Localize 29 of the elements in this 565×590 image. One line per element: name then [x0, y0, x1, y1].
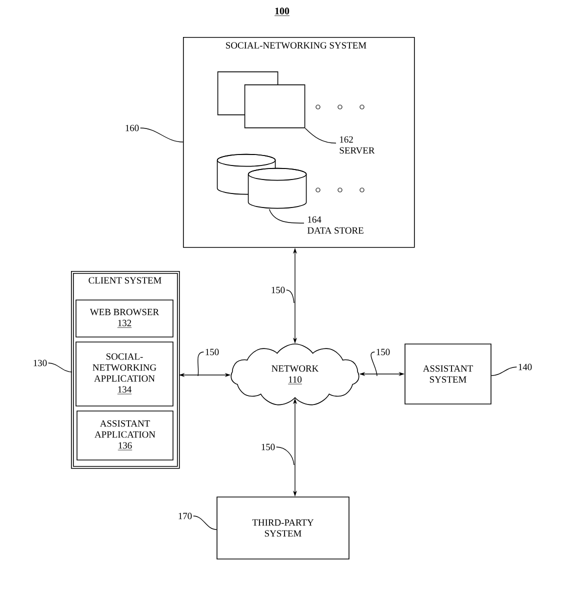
- leader-line: [276, 446, 294, 466]
- reference-numeral: 160: [126, 124, 139, 132]
- reference-numeral: 130: [34, 360, 47, 366]
- reference-numeral: 170: [178, 512, 192, 520]
- leader-line: [286, 290, 294, 304]
- reference-numeral: 150: [376, 348, 390, 356]
- reference-numeral: 150: [206, 348, 219, 356]
- leader-line: [304, 128, 336, 144]
- figure-number: 100: [274, 8, 290, 16]
- reference-numeral: 150: [272, 286, 285, 294]
- reference-numeral: 150: [262, 444, 275, 450]
- leader-line: [491, 366, 518, 376]
- application-box: SOCIAL-NETWORKING APPLICATION 134: [76, 342, 174, 406]
- reference-label: 162 SERVER: [340, 136, 375, 154]
- leader-line: [268, 208, 304, 224]
- application-box: WEB BROWSER 132: [76, 300, 174, 338]
- server-drawing: [217, 71, 306, 128]
- reference-label: 164 DATA STORE: [307, 216, 364, 234]
- leader-line: [198, 352, 204, 376]
- system-box: ASSISTANT SYSTEM: [404, 344, 492, 404]
- reference-numeral: 140: [518, 364, 532, 370]
- leader-line: [370, 352, 378, 376]
- application-box: ASSISTANT APPLICATION 136: [76, 410, 174, 460]
- data-store-drawing: [216, 154, 307, 209]
- leader-line: [140, 128, 184, 142]
- network-cloud: NETWORK 110: [230, 344, 360, 406]
- leader-line: [48, 362, 72, 372]
- system-box: THIRD-PARTY SYSTEM: [216, 496, 350, 560]
- leader-line: [192, 516, 217, 530]
